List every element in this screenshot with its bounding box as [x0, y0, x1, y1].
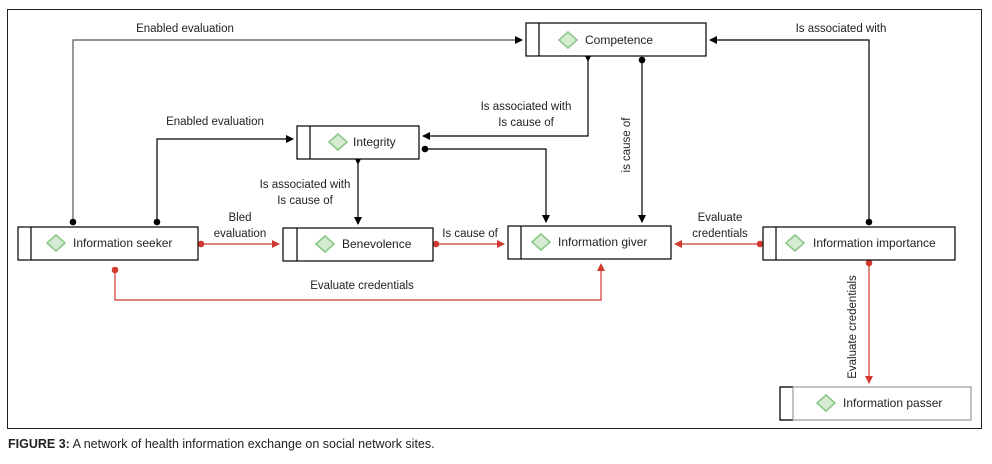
edge-label: evaluation — [214, 228, 266, 240]
node-information-importance[interactable]: Information importance — [762, 226, 956, 261]
diamond-icon — [557, 30, 579, 50]
diagram-frame — [7, 9, 982, 429]
edge-label: Is cause of — [442, 228, 498, 240]
edge-seeker-to-giver: Evaluate credentials — [111, 263, 605, 301]
edge-seeker-to-benevolence: Bled evaluation — [197, 212, 280, 248]
node-label: Information importance — [813, 236, 936, 250]
edge-label: Enabled evaluation — [136, 23, 234, 35]
diamond-icon — [784, 233, 806, 253]
edge-label: Is associated with — [796, 23, 887, 35]
edge-importance-to-competence: Is associated with — [709, 23, 887, 226]
edge-label: Is cause of — [498, 117, 554, 129]
caption-text: A network of health information exchange… — [69, 437, 435, 451]
node-label: Competence — [585, 33, 653, 47]
diamond-icon — [530, 232, 552, 252]
edge-label: Evaluate credentials — [310, 280, 414, 292]
edge-importance-to-passer: Evaluate credentials — [847, 259, 873, 384]
node-benevolence[interactable]: Benevolence — [282, 227, 434, 262]
figure-caption: FIGURE 3: A network of health informatio… — [8, 437, 435, 451]
node-information-passer[interactable]: Information passer — [779, 386, 972, 421]
node-label: Information passer — [843, 396, 942, 410]
edge-competence-integrity: Is associated with Is cause of — [422, 54, 592, 140]
edge-importance-to-giver: Evaluate credentials — [674, 212, 764, 248]
node-label: Information giver — [558, 235, 647, 249]
edge-label: credentials — [692, 228, 748, 240]
edge-competence-to-giver: is cause of — [621, 56, 646, 223]
edge-label: Is associated with — [260, 179, 351, 191]
edge-seeker-to-integrity: Enabled evaluation — [153, 116, 294, 226]
node-competence[interactable]: Competence — [525, 22, 707, 57]
node-integrity[interactable]: Integrity — [296, 125, 420, 160]
edge-label: Evaluate — [698, 212, 743, 224]
node-label: Integrity — [353, 135, 396, 149]
diamond-icon — [314, 234, 336, 254]
edge-label: Bled — [228, 212, 251, 224]
diamond-icon — [327, 132, 349, 152]
node-information-giver[interactable]: Information giver — [507, 225, 672, 260]
node-label: Information seeker — [73, 236, 172, 250]
edge-label: is cause of — [621, 117, 633, 173]
edge-label: Enabled evaluation — [166, 116, 264, 128]
edge-label: Is cause of — [277, 195, 333, 207]
edge-benevolence-to-giver: Is cause of — [432, 228, 505, 248]
diamond-icon — [45, 233, 67, 253]
edge-integrity-to-giver — [421, 145, 550, 223]
edge-label: Evaluate credentials — [847, 275, 859, 379]
diamond-icon — [815, 393, 837, 413]
edge-integrity-benevolence: Is associated with Is cause of — [260, 157, 362, 225]
node-information-seeker[interactable]: Information seeker — [17, 226, 199, 261]
caption-prefix: FIGURE 3: — [8, 437, 70, 451]
edge-label: Is associated with — [481, 101, 572, 113]
node-label: Benevolence — [342, 237, 412, 251]
edge-seeker-to-competence: Enabled evaluation — [69, 23, 523, 226]
